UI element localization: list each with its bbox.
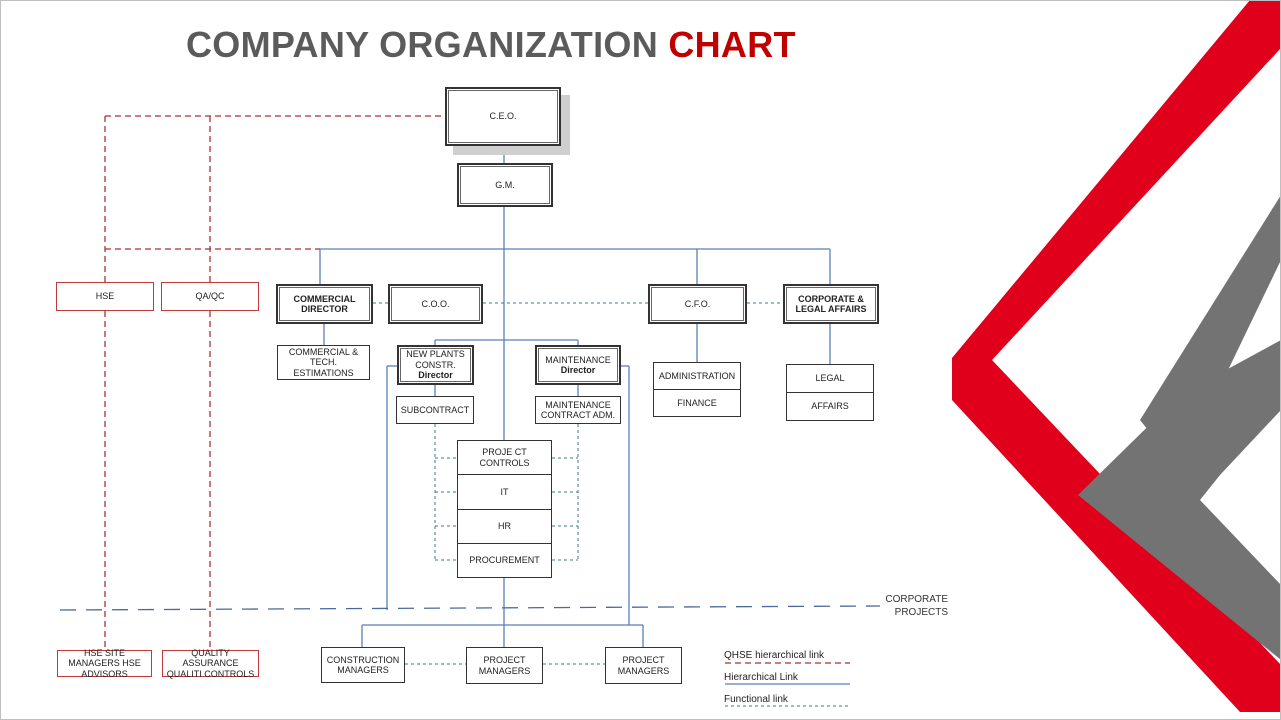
finance-cell: FINANCE — [654, 389, 740, 416]
title-part-red: CHART — [668, 24, 796, 65]
new-plants-box: NEW PLANTS CONSTR. Director — [397, 345, 474, 385]
commercial-director-label: COMMERCIAL DIRECTOR — [293, 293, 356, 314]
corporate-projects-divider — [59, 605, 881, 611]
it-cell: IT — [458, 474, 551, 508]
legal-affairs-box: LEGAL AFFAIRS — [786, 364, 874, 421]
hse-label: HSE — [95, 291, 115, 302]
shared-services-box: PROJE CT CONTROLS IT HR PROCUREMENT — [457, 440, 552, 578]
maintenance-contract-label: MAINTENANCE CONTRACT ADM. — [540, 399, 616, 420]
hse-site-managers-label: HSE SITE MANAGERS HSE ADVISORS — [68, 647, 141, 679]
page-title: COMPANY ORGANIZATION CHART — [186, 24, 796, 66]
subcontract-label: SUBCONTRACT — [400, 404, 470, 415]
coo-label: C.O.O. — [421, 298, 450, 309]
hse-site-managers-box: HSE SITE MANAGERS HSE ADVISORS — [57, 647, 152, 679]
new-plants-line3: Director — [418, 370, 453, 381]
it-label: IT — [500, 486, 509, 497]
qaqc-box: QA/QC — [161, 282, 259, 311]
affairs-cell: AFFAIRS — [787, 392, 873, 420]
procurement-cell: PROCUREMENT — [458, 542, 551, 577]
corporate-projects-label: CORPORATE PROJECTS — [870, 593, 948, 619]
maintenance-contract-box: MAINTENANCE CONTRACT ADM. — [535, 396, 621, 424]
ceo-label: C.E.O. — [489, 111, 517, 122]
hse-box: HSE — [56, 282, 154, 311]
quality-assurance-box: QUALITY ASSURANCE QUALITI CONTROLS — [162, 647, 259, 679]
construction-managers-label: CONSTRUCTION MANAGERS — [326, 654, 400, 675]
hierarchical-links — [319, 145, 850, 685]
title-part-gray: COMPANY ORGANIZATION — [186, 24, 669, 65]
corporate-text: CORPORATE — [885, 594, 948, 605]
maintenance-line2: Director — [560, 365, 596, 375]
project-managers-label-1: PROJECT MANAGERS — [478, 655, 531, 676]
gm-box: G.M. — [457, 163, 553, 207]
cfo-label: C.F.O. — [684, 298, 711, 309]
legend-functional: Functional link — [724, 694, 788, 705]
administration-finance-box: ADMINISTRATION FINANCE — [653, 362, 741, 417]
new-plants-line1: NEW PLANTS — [406, 349, 465, 360]
coo-box: C.O.O. — [388, 284, 483, 324]
administration-label: ADMINISTRATION — [658, 370, 736, 381]
logo-graphic — [952, 0, 1281, 712]
hr-cell: HR — [458, 508, 551, 543]
project-managers-label-2: PROJECT MANAGERS — [617, 655, 670, 676]
projects-text: PROJECTS — [894, 607, 948, 618]
corporate-legal-label: CORPORATE & LEGAL AFFAIRS — [795, 293, 867, 314]
administration-cell: ADMINISTRATION — [654, 363, 740, 389]
construction-managers-box: CONSTRUCTION MANAGERS — [321, 647, 405, 683]
corporate-legal-box: CORPORATE & LEGAL AFFAIRS — [783, 284, 879, 324]
project-controls-cell: PROJE CT CONTROLS — [458, 441, 551, 474]
legal-cell: LEGAL — [787, 365, 873, 392]
hr-label: HR — [498, 520, 511, 531]
procurement-label: PROCUREMENT — [469, 555, 540, 566]
cfo-box: C.F.O. — [648, 284, 747, 324]
commercial-estimations-label: COMMERCIAL & TECH. ESTIMATIONS — [288, 346, 359, 378]
gm-label: G.M. — [495, 179, 515, 190]
legend-qhse: QHSE hierarchical link — [724, 650, 825, 661]
commercial-estimations-box: COMMERCIAL & TECH. ESTIMATIONS — [277, 345, 370, 380]
qaqc-label: QA/QC — [195, 291, 225, 302]
qhse-links — [104, 115, 850, 664]
project-managers-box-1: PROJECT MANAGERS — [466, 647, 543, 684]
maintenance-box: MAINTENANCE Director — [535, 345, 621, 385]
affairs-label: AFFAIRS — [811, 401, 849, 412]
quality-assurance-label: QUALITY ASSURANCE QUALITI CONTROLS — [166, 647, 255, 679]
project-controls-label: PROJE CT CONTROLS — [479, 447, 530, 468]
ceo-box: C.E.O. — [445, 87, 561, 146]
subcontract-box: SUBCONTRACT — [396, 396, 474, 424]
commercial-director-box: COMMERCIAL DIRECTOR — [276, 284, 373, 324]
functional-links — [373, 302, 850, 707]
new-plants-line2: CONSTR. — [415, 359, 456, 370]
legal-label: LEGAL — [815, 373, 845, 384]
legend-hierarchical: Hierarchical Link — [724, 672, 798, 683]
maintenance-line1: MAINTENANCE — [545, 354, 611, 365]
finance-label: FINANCE — [677, 397, 717, 408]
project-managers-box-2: PROJECT MANAGERS — [605, 647, 682, 684]
